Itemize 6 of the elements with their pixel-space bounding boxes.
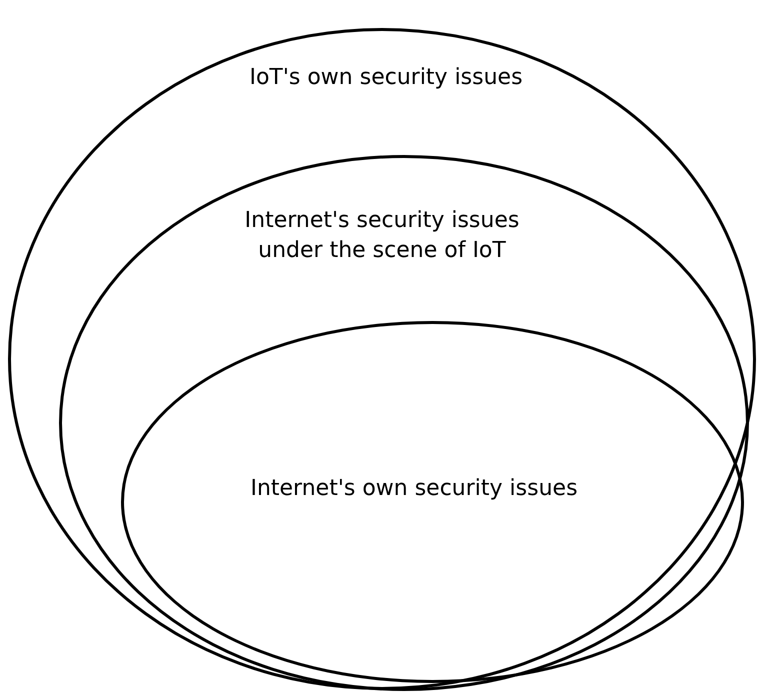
inner-ellipse bbox=[121, 321, 744, 683]
node-label: IoT's own security issues bbox=[248, 64, 524, 92]
node-label: Internet's own security issues bbox=[249, 475, 579, 503]
outer-ellipse bbox=[8, 28, 756, 690]
middle-ellipse bbox=[59, 155, 749, 691]
node-label: Internet's security issues under the scene of IoT bbox=[244, 207, 520, 265]
